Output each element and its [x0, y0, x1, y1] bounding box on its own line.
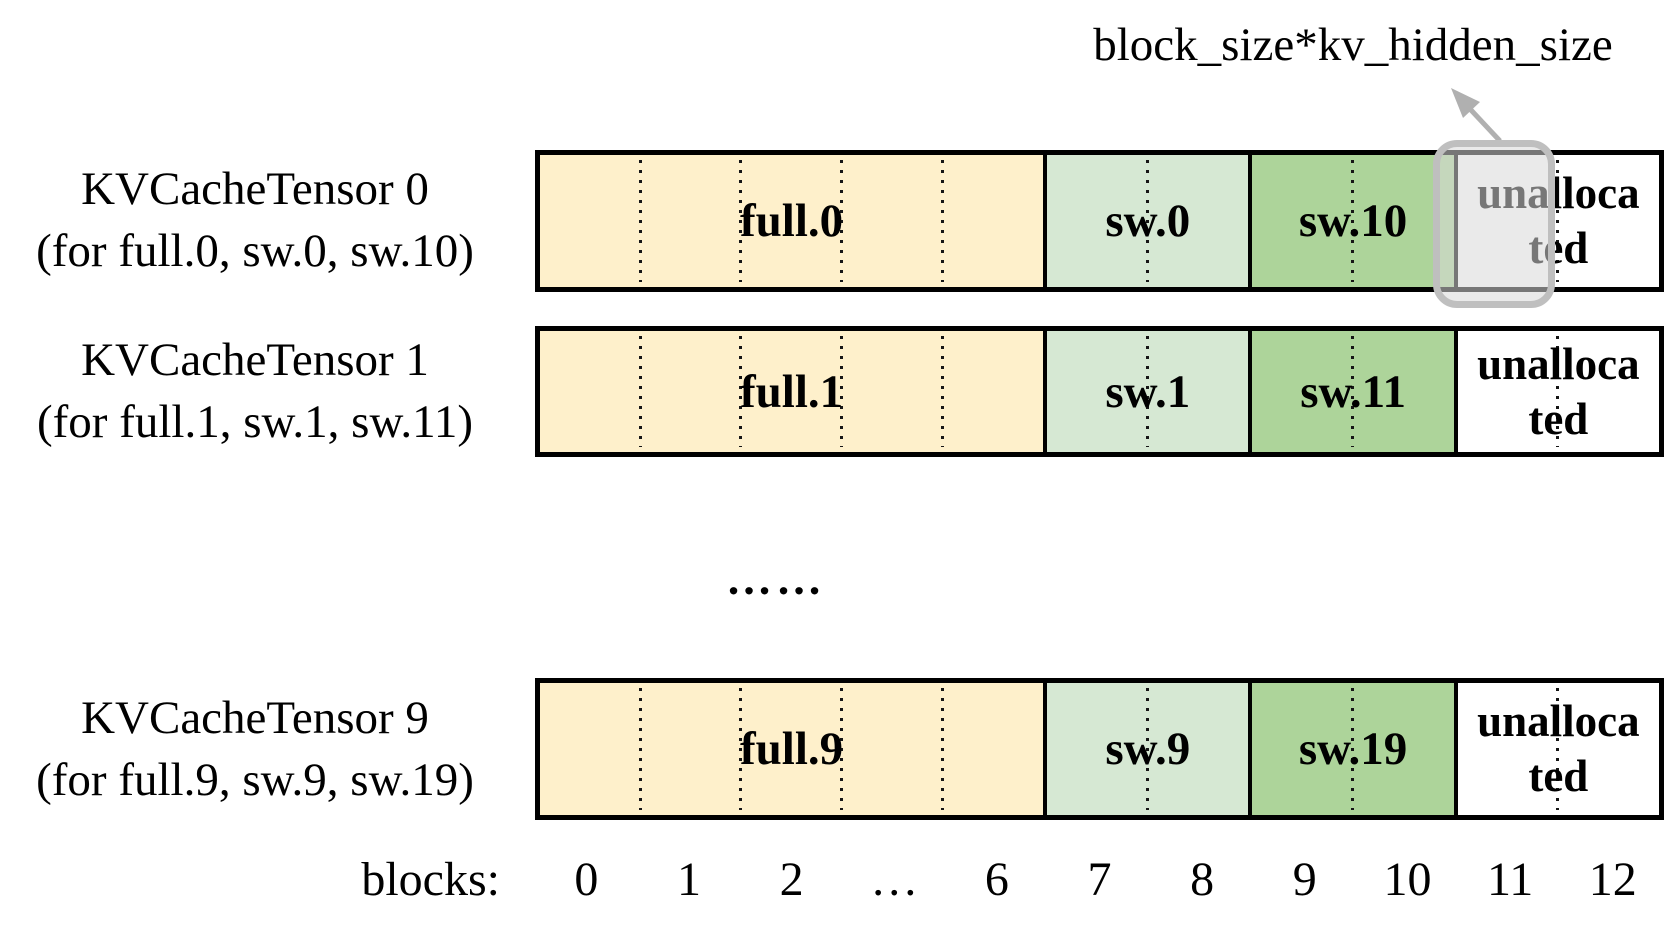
tensor-9-label: KVCacheTensor 9 (for full.9, sw.9, sw.19…	[20, 687, 490, 811]
block-size-annotation: block_size*kv_hidden_size	[1093, 19, 1613, 71]
sw2-section-label: sw.11	[1300, 365, 1406, 418]
sw-section-label: sw.9	[1105, 723, 1191, 775]
block-divider	[739, 336, 743, 447]
block-tick: 7	[1087, 853, 1112, 906]
block-divider	[739, 160, 743, 282]
full-section-label: full.9	[740, 723, 844, 775]
block-divider	[638, 160, 642, 282]
block-divider	[1145, 160, 1149, 282]
sw2-section-label: sw.10	[1298, 195, 1408, 247]
block-divider	[1556, 336, 1560, 447]
tensor-1-bar: full.1 sw.1 sw.11 unalloca ted	[535, 326, 1664, 457]
unallocated-label: unalloca ted	[1477, 696, 1640, 801]
tensor-1-full-section: full.1	[540, 331, 1044, 452]
tensor-0-title: KVCacheTensor 0	[81, 163, 429, 215]
tensor-1-subtitle: (for full.1, sw.1, sw.11)	[37, 396, 473, 448]
tensor-9-full-section: full.9	[540, 683, 1044, 815]
annotation-arrow	[1451, 88, 1502, 143]
unallocated-label: unalloca ted	[1477, 338, 1640, 444]
sw2-section-label: sw.19	[1298, 723, 1408, 775]
block-tick: …	[870, 853, 919, 906]
block-divider	[940, 688, 944, 810]
block-divider	[940, 336, 944, 447]
rows-ellipsis: ……	[726, 553, 826, 604]
tensor-9-unallocated-section: unalloca ted	[1453, 683, 1659, 815]
tensor-0-sw2-section: sw.10	[1248, 155, 1454, 287]
tensor-9-sw-section: sw.9	[1043, 683, 1249, 815]
tensor-1-title: KVCacheTensor 1	[81, 334, 429, 386]
block-divider	[1556, 160, 1560, 282]
full-section-label: full.1	[740, 365, 844, 418]
block-divider	[1351, 160, 1355, 282]
full-section-label: full.0	[740, 195, 844, 247]
block-divider	[1145, 688, 1149, 810]
tensor-1-sw2-section: sw.11	[1248, 331, 1454, 452]
block-tick: 8	[1190, 853, 1215, 906]
tensor-0-sw-section: sw.0	[1043, 155, 1249, 287]
block-tick: 12	[1588, 853, 1637, 906]
tensor-9-bar: full.9 sw.9 sw.19 unalloca ted	[535, 678, 1664, 820]
highlighted-block-outline	[1433, 140, 1555, 308]
block-divider	[839, 688, 843, 810]
block-tick: 11	[1486, 853, 1534, 906]
sw-section-label: sw.0	[1105, 195, 1191, 247]
tensor-0-full-section: full.0	[540, 155, 1044, 287]
blocks-axis-ticks: 0 1 2 … 6 7 8 9 10 11 12	[535, 852, 1664, 907]
block-tick: 9	[1292, 853, 1317, 906]
block-divider	[1351, 336, 1355, 447]
block-tick: 1	[676, 853, 701, 906]
blocks-axis-label: blocks:	[361, 853, 500, 906]
block-tick: 2	[779, 853, 804, 906]
tensor-1-label: KVCacheTensor 1 (for full.1, sw.1, sw.11…	[20, 329, 490, 453]
block-divider	[1556, 688, 1560, 810]
block-divider	[739, 688, 743, 810]
tensor-0-label: KVCacheTensor 0 (for full.0, sw.0, sw.10…	[20, 158, 490, 282]
block-divider	[638, 336, 642, 447]
tensor-9-sw2-section: sw.19	[1248, 683, 1454, 815]
tensor-1-sw-section: sw.1	[1043, 331, 1249, 452]
block-divider	[638, 688, 642, 810]
block-tick: 6	[984, 853, 1009, 906]
block-divider	[839, 160, 843, 282]
block-tick: 0	[574, 853, 599, 906]
sw-section-label: sw.1	[1105, 365, 1191, 418]
block-divider	[1145, 336, 1149, 447]
block-divider	[940, 160, 944, 282]
block-divider	[1351, 688, 1355, 810]
block-divider	[839, 336, 843, 447]
block-tick: 10	[1383, 853, 1432, 906]
tensor-0-subtitle: (for full.0, sw.0, sw.10)	[36, 225, 474, 277]
tensor-1-unallocated-section: unalloca ted	[1453, 331, 1659, 452]
tensor-9-subtitle: (for full.9, sw.9, sw.19)	[36, 754, 474, 806]
tensor-9-title: KVCacheTensor 9	[81, 692, 429, 744]
